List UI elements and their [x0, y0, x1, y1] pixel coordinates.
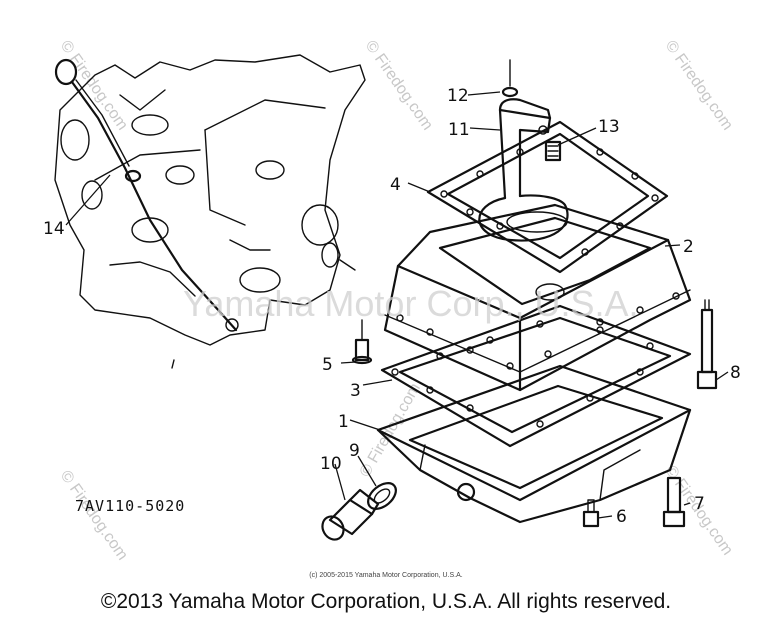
callout-12: 12 — [447, 86, 469, 106]
gasket-part-3 — [380, 304, 692, 448]
callout-2: 2 — [683, 237, 694, 257]
gasket-part-4 — [426, 120, 669, 274]
bolt-part-7 — [662, 476, 686, 528]
callout-6: 6 — [616, 507, 627, 527]
drain-plug-part-10 — [321, 488, 380, 541]
watermark-center: Yamaha Motor Corp., U.S.A. — [183, 283, 639, 324]
leader-lines — [65, 91, 729, 519]
watermark-diagonal: © Firedog.com — [57, 38, 131, 134]
small-credit-line: (c) 2005-2015 Yamaha Motor Corporation, … — [309, 572, 463, 579]
callout-13: 13 — [598, 117, 620, 137]
bolt-part-13 — [544, 140, 562, 162]
callout-7: 7 — [694, 494, 705, 514]
callout-5: 5 — [322, 355, 333, 375]
callout-labels: 12 11 13 4 2 14 5 3 8 1 9 10 7 6 — [43, 86, 741, 527]
oil-pan-lower-part-1 — [376, 364, 692, 524]
watermark-diagonal: © Firedog.com — [662, 38, 736, 134]
copyright-notice: ©2013 Yamaha Motor Corporation, U.S.A. A… — [100, 590, 672, 613]
watermark-diagonal: © Firedog.com — [57, 468, 131, 564]
callout-9: 9 — [349, 441, 360, 461]
bolt-part-6 — [582, 499, 600, 528]
callout-10: 10 — [320, 454, 342, 474]
bolt-part-8 — [696, 299, 718, 390]
watermark-diagonal: © Firedog.com — [362, 38, 436, 134]
callout-3: 3 — [350, 381, 361, 401]
callout-14: 14 — [43, 219, 65, 239]
callout-1: 1 — [338, 412, 349, 432]
dipstick-part-14 — [54, 58, 239, 332]
callout-11: 11 — [448, 120, 470, 140]
oil-strainer-part-11 — [478, 59, 569, 242]
bolt-part-5 — [351, 319, 373, 365]
callout-4: 4 — [390, 175, 401, 195]
diagram-part-code: 7AV110-5020 — [75, 497, 186, 515]
oil-pan-upper-part-2 — [383, 203, 692, 392]
callout-8: 8 — [730, 363, 741, 383]
engine-block-illustration — [54, 54, 366, 369]
